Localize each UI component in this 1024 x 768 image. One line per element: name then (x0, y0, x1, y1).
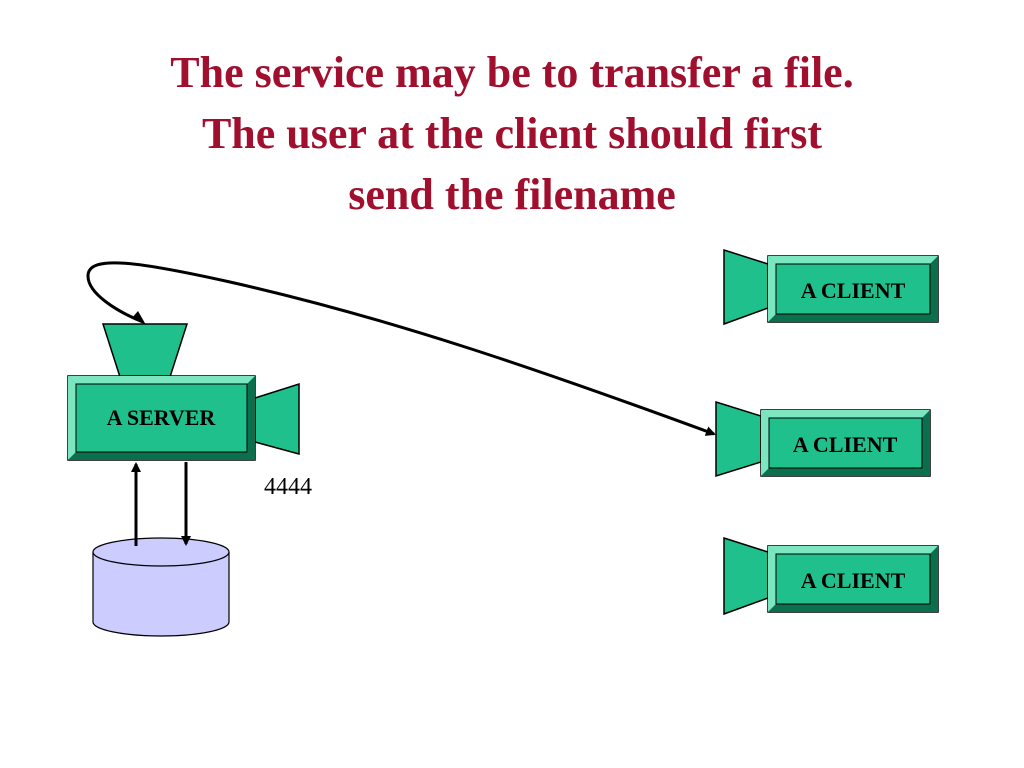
slide-title: The service may be to transfer a file. T… (0, 42, 1024, 225)
client-2-port (715, 400, 762, 478)
title-line-3: send the filename (348, 170, 676, 219)
client-2-label: A CLIENT (793, 432, 898, 457)
server-input-funnel (101, 323, 189, 378)
server-port-label: 4444 (264, 474, 312, 500)
client-node-2: A CLIENT (715, 400, 931, 478)
client-3-port (723, 536, 769, 616)
server-output-port (254, 382, 300, 455)
filename-request-arrow (86, 261, 716, 436)
title-line-1: The service may be to transfer a file. (170, 48, 854, 97)
client-3-label: A CLIENT (801, 568, 906, 593)
server-node: A SERVER (67, 323, 300, 461)
client-node-3: A CLIENT (723, 536, 939, 616)
client-node-1: A CLIENT (723, 248, 939, 326)
arrowhead-at-server (132, 311, 146, 325)
title-line-2: The user at the client should first (201, 109, 823, 158)
client-1-port (723, 248, 769, 326)
server-label: A SERVER (107, 405, 217, 430)
storage-cylinder (92, 537, 230, 637)
client-1-label: A CLIENT (801, 278, 906, 303)
